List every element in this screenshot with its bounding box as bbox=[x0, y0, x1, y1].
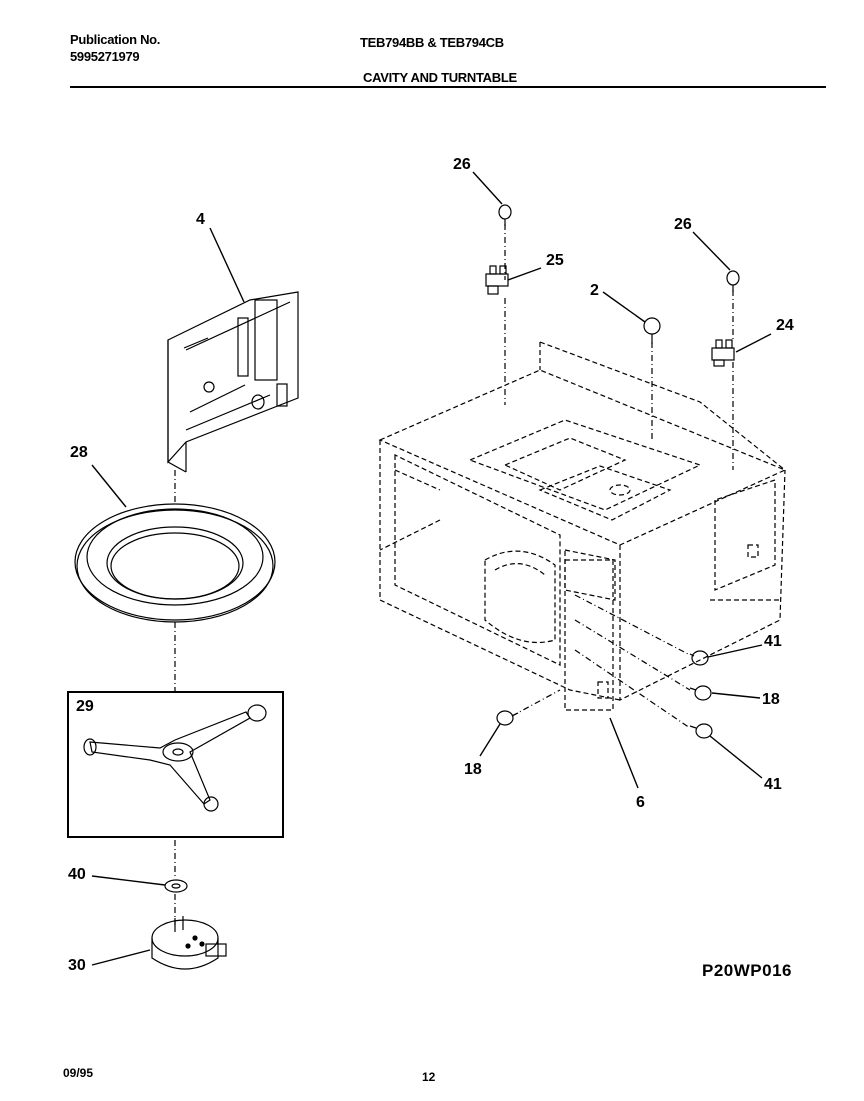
part-26-screw-b bbox=[726, 270, 740, 292]
callout-40: 40 bbox=[68, 866, 86, 883]
callout-18-left: 18 bbox=[464, 761, 482, 778]
section-title: CAVITY AND TURNTABLE bbox=[363, 70, 517, 85]
part-24-switch bbox=[711, 339, 735, 367]
callout-41-lower: 41 bbox=[764, 776, 782, 793]
model-number: TEB794BB & TEB794CB bbox=[360, 35, 504, 50]
part-26-screw-a bbox=[498, 204, 512, 226]
callout-25: 25 bbox=[546, 252, 564, 269]
drawing-code: P20WP016 bbox=[702, 961, 792, 980]
part-41-screw-b bbox=[689, 723, 713, 739]
callout-6: 6 bbox=[636, 794, 645, 811]
publication-label: Publication No. bbox=[70, 32, 161, 47]
page-number: 12 bbox=[422, 1070, 436, 1084]
footer-date: 09/95 bbox=[63, 1066, 94, 1080]
part-29-roller-guide bbox=[83, 704, 267, 812]
callout-26-top: 26 bbox=[453, 156, 471, 173]
part-4-bracket bbox=[167, 291, 299, 473]
callout-28: 28 bbox=[70, 444, 88, 461]
callout-2: 2 bbox=[590, 282, 599, 299]
callout-26-right: 26 bbox=[674, 216, 692, 233]
part-30-motor bbox=[151, 916, 227, 970]
part-18-screw-b bbox=[496, 710, 519, 726]
part-18-screw-a bbox=[689, 685, 712, 701]
part-28-roller-ring bbox=[74, 503, 276, 623]
publication-number: 5995271979 bbox=[70, 49, 140, 64]
callout-4: 4 bbox=[196, 211, 205, 228]
callout-29: 29 bbox=[76, 698, 94, 715]
callout-24: 24 bbox=[776, 317, 794, 334]
part-2-screw bbox=[643, 317, 661, 344]
part-41-screw-a bbox=[689, 650, 709, 666]
callout-41-upper: 41 bbox=[764, 633, 782, 650]
callout-30: 30 bbox=[68, 957, 86, 974]
header-rule bbox=[70, 86, 826, 88]
cavity-outline bbox=[378, 341, 787, 711]
callout-18-right: 18 bbox=[762, 691, 780, 708]
